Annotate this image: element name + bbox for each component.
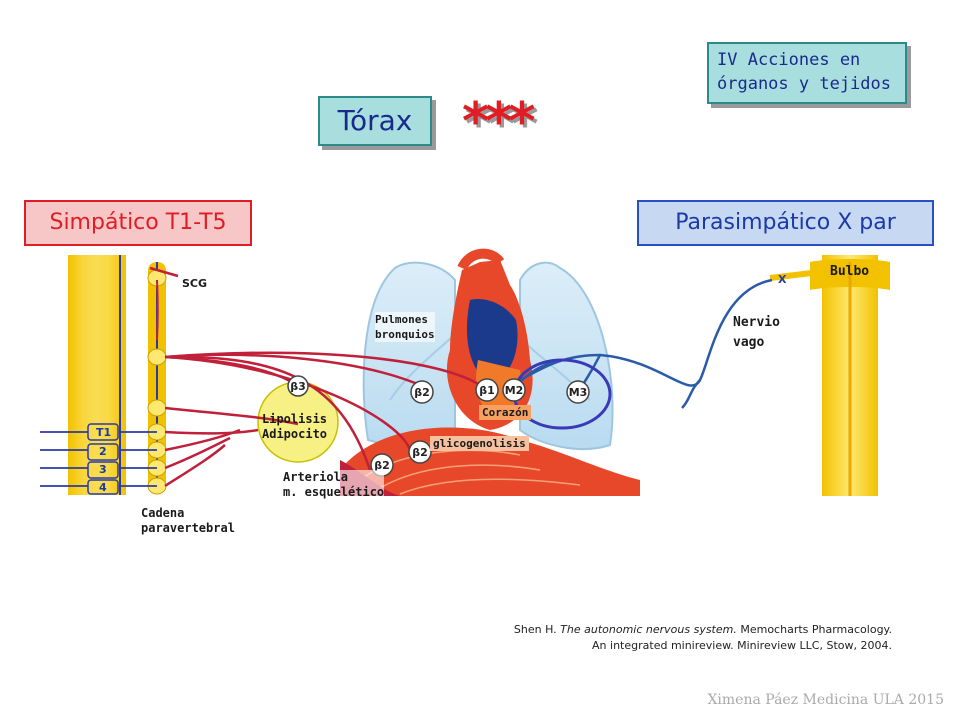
citation-rest: Memocharts Pharmacology. [736, 623, 892, 636]
m3-receptor-icon [566, 380, 590, 404]
importance-stars: *** [462, 92, 536, 152]
pulmones-label: Pulmones bronquios [375, 312, 435, 342]
nervio-vago-label: Nervio vago [733, 315, 780, 350]
page-title: Tórax [318, 96, 432, 146]
citation: Shen H. The autonomic nervous system. Me… [480, 622, 892, 654]
scg-label: SCG [182, 277, 207, 290]
b3-receptor-icon [287, 375, 309, 397]
b2-liver-label: β2 [412, 446, 428, 459]
bulbo-label: Bulbo [830, 264, 870, 279]
glicogenolisis-label: glicogenolisis [430, 436, 529, 451]
lipolisis-label: Lipolisis Adipocito [262, 412, 328, 441]
t2-label: 2 [99, 445, 107, 458]
x-nerve-label: X [778, 273, 787, 286]
parasympathetic-header: Parasimpático X par [637, 200, 934, 246]
b2-muscle-label: β2 [374, 459, 390, 472]
citation-author: Shen H. [513, 623, 561, 636]
t1-label: T1 [96, 426, 111, 439]
citation-line2: An integrated minireview. Minireview LLC… [592, 639, 892, 652]
corazon-label: Corazón [479, 405, 532, 420]
sympathetic-header: Simpático T1-T5 [24, 200, 252, 246]
m3-label: M3 [569, 386, 588, 399]
b2-lung-receptor-icon [410, 380, 434, 404]
b3-label: β3 [290, 380, 306, 393]
b1-receptor-icon [475, 378, 499, 402]
b1-label: β1 [479, 384, 495, 397]
b2-liver-receptor-icon [408, 440, 432, 464]
t4-label: 4 [99, 481, 107, 494]
citation-work: The autonomic nervous system. [560, 623, 737, 636]
cadena-label: Cadena paravertebral [141, 506, 235, 535]
arteriola-label: Arteriola m. esquelético [283, 470, 385, 500]
b2-lung-label: β2 [414, 386, 430, 399]
m2-receptor-icon [502, 378, 526, 402]
t3-label: 3 [99, 463, 107, 476]
m2-label: M2 [505, 384, 524, 397]
footer-credit: Ximena Páez Medicina ULA 2015 [707, 692, 944, 708]
section-box: IV Acciones en órganos y tejidos [707, 42, 907, 104]
